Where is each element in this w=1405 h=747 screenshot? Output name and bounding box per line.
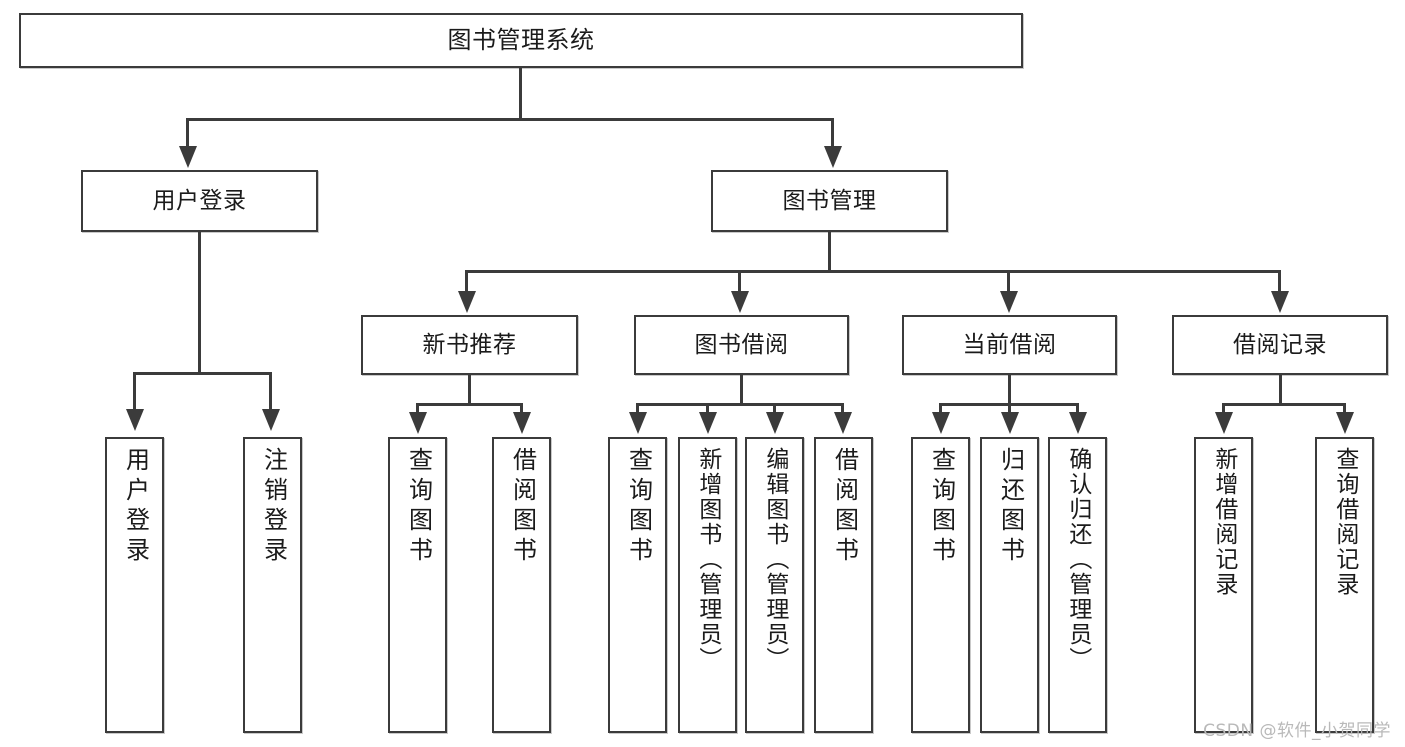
node-label: 新增图书（管理员）: [694, 447, 721, 672]
node-book-management[interactable]: 图书管理: [711, 170, 948, 232]
connector-user-login-stem: [198, 232, 201, 372]
connector-new-book-drop-2: [520, 403, 523, 413]
node-label: 借阅图书: [830, 447, 859, 567]
node-label: 借阅记录: [1233, 331, 1327, 358]
node-label: 当前借阅: [962, 331, 1057, 358]
connector-user-login-drop-2: [269, 372, 272, 410]
connector-user-login-drop-1: [133, 372, 136, 410]
node-label: 注销登录: [259, 447, 288, 567]
node-label: 新书推荐: [422, 331, 517, 358]
connector-new-book-bus: [416, 403, 523, 406]
connector-book-borrow-drop-4: [841, 403, 844, 413]
leaf-edit-book-admin[interactable]: 编辑图书（管理员）: [745, 437, 804, 733]
arrowhead-new-book-leaf-1: [409, 412, 427, 434]
leaf-return-book[interactable]: 归还图书: [980, 437, 1039, 733]
arrowhead-borrow-record-leaf-2: [1336, 412, 1354, 434]
node-book-borrow[interactable]: 图书借阅: [634, 315, 849, 375]
connector-book-borrow-drop-3: [773, 403, 776, 413]
arrowhead-book-borrow-leaf-1: [629, 412, 647, 434]
leaf-user-login[interactable]: 用户登录: [105, 437, 164, 733]
arrowhead-book-mgmt: [824, 146, 842, 168]
arrowhead-user-login: [179, 146, 197, 168]
connector-root-bus: [186, 118, 834, 121]
arrowhead-book-borrow-leaf-2: [699, 412, 717, 434]
connector-borrow-record-stem: [1279, 375, 1282, 403]
connector-current-borrow-stem: [1008, 375, 1011, 403]
node-label: 借阅图书: [508, 447, 537, 567]
connector-level3-bus: [465, 270, 1278, 273]
connector-root-to-user-login: [186, 118, 189, 148]
arrowhead-leaf-user-login: [126, 409, 144, 431]
connector-to-current-borrow: [1007, 270, 1010, 292]
node-label: 查询图书: [927, 447, 956, 567]
leaf-add-book-admin[interactable]: 新增图书（管理员）: [678, 437, 737, 733]
connector-user-login-bus: [133, 372, 269, 375]
connector-new-book-drop-1: [416, 403, 419, 413]
connector-to-book-borrow: [738, 270, 741, 292]
connector-borrow-record-bus: [1222, 403, 1346, 406]
node-label: 查询借阅记录: [1331, 447, 1358, 597]
node-label: 编辑图书（管理员）: [761, 447, 788, 672]
node-label: 查询图书: [624, 447, 653, 567]
connector-book-mgmt-stem: [828, 232, 831, 270]
node-label: 图书管理: [782, 187, 877, 214]
leaf-add-borrow-record[interactable]: 新增借阅记录: [1194, 437, 1253, 733]
node-current-borrow[interactable]: 当前借阅: [902, 315, 1117, 375]
node-borrow-record[interactable]: 借阅记录: [1172, 315, 1388, 375]
leaf-borrow-book-newbook[interactable]: 借阅图书: [492, 437, 551, 733]
arrowhead-borrow-record: [1271, 291, 1289, 313]
node-label: 图书管理系统: [447, 25, 595, 54]
node-new-book-recommend[interactable]: 新书推荐: [361, 315, 578, 375]
connector-to-new-book: [465, 270, 468, 292]
node-label: 图书借阅: [694, 331, 789, 358]
node-label: 确认归还（管理员）: [1064, 447, 1091, 672]
arrowhead-book-borrow-leaf-3: [766, 412, 784, 434]
node-user-login[interactable]: 用户登录: [81, 170, 318, 232]
node-label: 归还图书: [996, 447, 1025, 567]
connector-new-book-stem: [468, 375, 471, 403]
node-label: 查询图书: [404, 447, 433, 567]
leaf-query-book-newbook[interactable]: 查询图书: [388, 437, 447, 733]
leaf-query-book-borrow[interactable]: 查询图书: [608, 437, 667, 733]
node-label: 新增借阅记录: [1210, 447, 1237, 597]
node-label: 用户登录: [121, 447, 150, 567]
leaf-borrow-book[interactable]: 借阅图书: [814, 437, 873, 733]
arrowhead-book-borrow: [731, 291, 749, 313]
arrowhead-current-borrow: [1000, 291, 1018, 313]
connector-borrow-record-drop-1: [1222, 403, 1225, 413]
connector-book-borrow-drop-2: [706, 403, 709, 413]
leaf-confirm-return-admin[interactable]: 确认归还（管理员）: [1048, 437, 1107, 733]
arrowhead-new-book: [458, 291, 476, 313]
leaf-query-book-current[interactable]: 查询图书: [911, 437, 970, 733]
arrowhead-new-book-leaf-2: [513, 412, 531, 434]
connector-root-to-book-mgmt: [831, 118, 834, 148]
connector-current-borrow-drop-1: [939, 403, 942, 413]
connector-root-stem: [519, 68, 522, 118]
connector-book-borrow-drop-1: [636, 403, 639, 413]
connector-borrow-record-drop-2: [1343, 403, 1346, 413]
connector-to-borrow-record: [1278, 270, 1281, 292]
connector-book-borrow-stem: [740, 375, 743, 403]
arrowhead-borrow-record-leaf-1: [1215, 412, 1233, 434]
arrowhead-current-borrow-leaf-3: [1069, 412, 1087, 434]
connector-book-borrow-bus: [636, 403, 843, 406]
connector-current-borrow-drop-2: [1008, 403, 1011, 413]
leaf-query-borrow-record[interactable]: 查询借阅记录: [1315, 437, 1374, 733]
node-root-system[interactable]: 图书管理系统: [19, 13, 1023, 68]
connector-current-borrow-drop-3: [1076, 403, 1079, 413]
arrowhead-current-borrow-leaf-1: [932, 412, 950, 434]
leaf-logout[interactable]: 注销登录: [243, 437, 302, 733]
arrowhead-leaf-logout: [262, 409, 280, 431]
arrowhead-current-borrow-leaf-2: [1001, 412, 1019, 434]
node-label: 用户登录: [152, 187, 247, 214]
arrowhead-book-borrow-leaf-4: [834, 412, 852, 434]
